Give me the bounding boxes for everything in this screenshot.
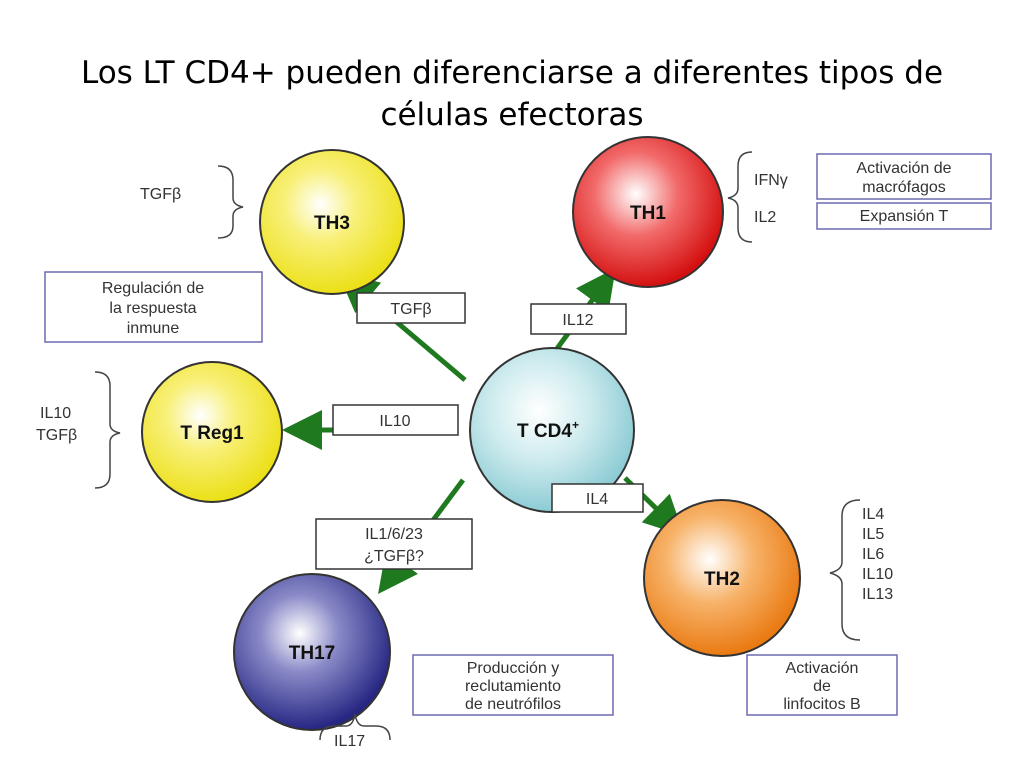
th3-cytokines: TGFβ [140, 165, 244, 239]
node-tcd4-label: T CD4+ [517, 418, 579, 442]
treg1-cytokines: IL10 TGFβ [36, 371, 121, 489]
svg-text:la respuesta: la respuesta [109, 300, 196, 317]
svg-text:Regulación de: Regulación de [102, 280, 204, 297]
th2-cytokine-il13: IL13 [862, 586, 893, 603]
label-box-il12: IL12 [530, 303, 627, 335]
svg-text:de: de [813, 678, 831, 695]
node-treg1: T Reg1 [141, 361, 283, 503]
treg1-cytokine-tgfb: TGFβ [36, 427, 77, 444]
svg-text:TGFβ: TGFβ [390, 301, 431, 318]
svg-text:de neutrófilos: de neutrófilos [465, 696, 561, 713]
svg-text:linfocitos B: linfocitos B [783, 696, 860, 713]
node-th1: TH1 [572, 136, 724, 288]
th1-cytokine-ifng: IFNγ [754, 172, 788, 189]
note-th1-il2-function: Expansión T [816, 202, 992, 230]
svg-text:reclutamiento: reclutamiento [465, 678, 561, 695]
svg-text:¿TGFβ?: ¿TGFβ? [364, 548, 424, 565]
node-th2-label: TH2 [704, 569, 740, 590]
svg-text:IL12: IL12 [562, 312, 593, 329]
th2-cytokine-il6: IL6 [862, 546, 884, 563]
th2-cytokine-il4: IL4 [862, 506, 884, 523]
svg-text:IL4: IL4 [586, 491, 608, 508]
node-th2: TH2 [643, 499, 801, 657]
svg-text:IL1/6/23: IL1/6/23 [365, 526, 423, 543]
node-th3: TH3 [259, 149, 405, 295]
th17-cytokine-il17: IL17 [334, 733, 365, 750]
label-box-il10: IL10 [332, 404, 459, 436]
label-box-tgfb: TGFβ [356, 292, 466, 324]
th2-cytokines: IL4 IL5 IL6 IL10 IL13 [829, 499, 893, 641]
svg-text:inmune: inmune [127, 320, 180, 337]
note-th2-function: Activación de linfocitos B [746, 654, 898, 716]
label-box-il1-6-23: IL1/6/23 ¿TGFβ? [315, 518, 473, 570]
node-treg1-label: T Reg1 [180, 423, 244, 444]
treg1-cytokine-il10: IL10 [40, 405, 71, 422]
svg-text:Expansión T: Expansión T [860, 208, 949, 225]
page-title: Los LT CD4+ pueden diferenciarse a difer… [0, 52, 1024, 136]
svg-text:macrófagos: macrófagos [862, 179, 946, 196]
th2-cytokine-il5: IL5 [862, 526, 884, 543]
note-th1-ifn-function: Activación de macrófagos [816, 153, 992, 200]
svg-text:IL10: IL10 [379, 413, 410, 430]
note-th17-function: Producción y reclutamiento de neutrófilo… [412, 654, 614, 716]
svg-text:Producción y: Producción y [467, 660, 560, 677]
title-line-2: células efectoras [380, 97, 644, 133]
th1-cytokine-il2: IL2 [754, 209, 776, 226]
th3-cytokine-tgfb: TGFβ [140, 186, 181, 203]
node-th1-label: TH1 [630, 203, 666, 224]
node-th17-label: TH17 [289, 643, 335, 664]
note-th3-function: Regulación de la respuesta inmune [44, 271, 263, 343]
th1-cytokines: IFNγ IL2 [727, 151, 788, 243]
node-th17: TH17 [233, 573, 391, 731]
label-box-il4: IL4 [551, 483, 644, 513]
title-line-1: Los LT CD4+ pueden diferenciarse a difer… [80, 55, 944, 91]
node-th3-label: TH3 [314, 213, 350, 234]
svg-text:Activación: Activación [786, 660, 859, 677]
th17-cytokines: IL17 [319, 713, 391, 750]
th2-cytokine-il10: IL10 [862, 566, 893, 583]
svg-text:Activación de: Activación de [856, 160, 951, 177]
